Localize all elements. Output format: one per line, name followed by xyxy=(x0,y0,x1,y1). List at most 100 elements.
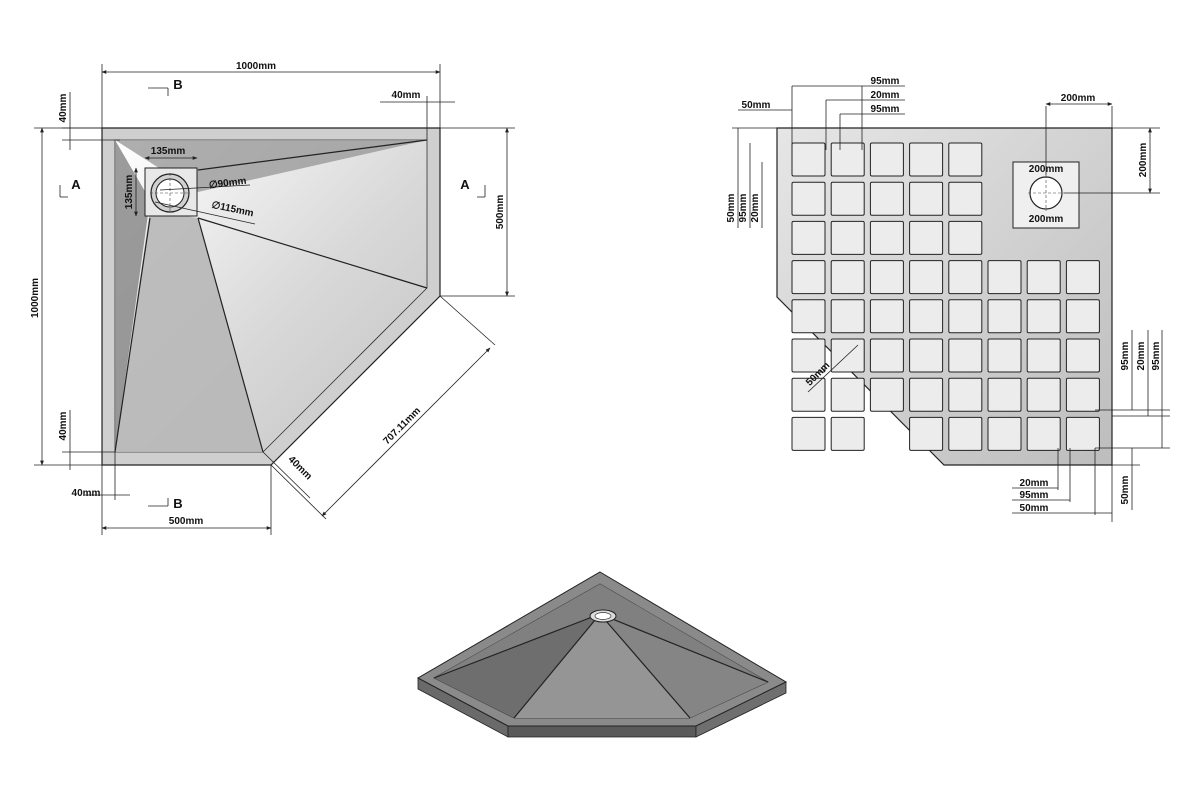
grid-cell xyxy=(830,416,865,451)
fold-line xyxy=(197,217,428,289)
grid-cell xyxy=(1026,377,1061,412)
grid-cell xyxy=(948,338,983,373)
section-a-right: A xyxy=(460,177,470,192)
grid-cell xyxy=(1026,416,1061,451)
dim-underside-left-3: 20mm xyxy=(750,193,761,222)
dim-top-offset: 40mm xyxy=(58,93,69,122)
grid-cell xyxy=(791,299,826,334)
grid-cell xyxy=(909,338,944,373)
grid-cell xyxy=(987,377,1022,412)
grid-cell xyxy=(948,416,983,451)
grid-cell xyxy=(791,220,826,255)
dim-underside-right-bottom: 50mm xyxy=(1120,475,1131,504)
dim-bottom-offset: 40mm xyxy=(72,488,101,499)
grid-cell xyxy=(869,260,904,295)
grid-cell xyxy=(1065,260,1100,295)
iso-face-front xyxy=(514,614,690,718)
grid-cell xyxy=(987,260,1022,295)
dim-drain-box-h: 135mm xyxy=(124,175,135,210)
grid-cell xyxy=(948,260,983,295)
fold-line xyxy=(114,217,151,453)
grid-cell xyxy=(791,416,826,451)
dim-drain-to-right: 200mm xyxy=(1061,93,1096,104)
grid-cell xyxy=(791,377,826,412)
grid-cell xyxy=(1026,299,1061,334)
dim-right-height: 500mm xyxy=(495,195,506,230)
grid-cell xyxy=(791,338,826,373)
grid-cell xyxy=(869,299,904,334)
dim-underside-bottom-2: 95mm xyxy=(1020,490,1049,501)
section-b-top: B xyxy=(173,77,182,92)
grid-cell xyxy=(869,220,904,255)
underside-view: 95mm 50mm 20mm 95mm 200mm 200mm 200mm 20… xyxy=(726,76,1170,522)
dim-underside-left-1: 50mm xyxy=(726,193,737,222)
grid-cell xyxy=(830,220,865,255)
grid-cell xyxy=(948,181,983,216)
dim-underside-right-3: 95mm xyxy=(1151,341,1162,370)
fold-line xyxy=(197,139,428,171)
grid-cell xyxy=(948,142,983,177)
grid-cell xyxy=(909,220,944,255)
dim-width-top: 1000mm xyxy=(236,61,276,72)
dim-height-left: 1000mm xyxy=(30,278,41,318)
grid-cell xyxy=(830,181,865,216)
grid-cell xyxy=(909,181,944,216)
dim-diagonal: 707.11mm xyxy=(381,405,423,447)
grid-cell xyxy=(909,260,944,295)
dim-underside-right-2: 20mm xyxy=(1136,341,1147,370)
grid-cell xyxy=(791,260,826,295)
dim-drain-inner: ∅90mm xyxy=(208,176,247,192)
iso-face-back xyxy=(434,584,768,682)
dim-underside-bottom-3: 50mm xyxy=(1020,503,1049,514)
grid-cell xyxy=(830,142,865,177)
iso-face-right xyxy=(600,614,768,718)
dim-underside-top-2: 50mm xyxy=(742,100,771,111)
grid-cell xyxy=(791,181,826,216)
grid-cell xyxy=(1065,299,1100,334)
dim-underside-top-3: 20mm xyxy=(871,90,900,101)
section-b-bottom: B xyxy=(173,496,182,511)
grid-cell xyxy=(791,142,826,177)
grid-cell xyxy=(1026,260,1061,295)
grid-cell xyxy=(1065,377,1100,412)
grid-cell xyxy=(869,181,904,216)
fold-line xyxy=(197,217,264,453)
section-a-left: A xyxy=(71,177,81,192)
grid-cell xyxy=(830,377,865,412)
dim-drain-box-w: 135mm xyxy=(151,146,186,157)
grid-cell xyxy=(909,299,944,334)
plan-view: 1000mm 40mm 40mm 1000mm 40mm 40mm 500mm xyxy=(30,61,515,535)
dim-underside-bottom-1: 20mm xyxy=(1020,478,1049,489)
grid-cell xyxy=(869,338,904,373)
dim-drain-box-top: 200mm xyxy=(1029,164,1064,175)
grid-cell xyxy=(987,338,1022,373)
dim-bottom-left-offset: 40mm xyxy=(58,411,69,440)
grid-cell xyxy=(987,416,1022,451)
grid-cell xyxy=(1026,338,1061,373)
dim-drain-to-top: 200mm xyxy=(1138,143,1149,178)
grid-cell xyxy=(909,142,944,177)
grid-cell xyxy=(948,299,983,334)
grid-cell xyxy=(830,299,865,334)
grid-cell xyxy=(987,299,1022,334)
dim-drain-box-bottom: 200mm xyxy=(1029,214,1064,225)
grid-cell xyxy=(948,220,983,255)
dim-underside-top-4: 95mm xyxy=(871,104,900,115)
dim-underside-top-1: 95mm xyxy=(871,76,900,87)
grid-cell xyxy=(830,338,865,373)
iso-face-left xyxy=(434,614,600,718)
dim-underside-right-1: 95mm xyxy=(1120,341,1131,370)
support-grid xyxy=(791,142,1100,451)
grid-cell xyxy=(948,377,983,412)
grid-cell xyxy=(869,377,904,412)
grid-cell xyxy=(830,260,865,295)
iso-front-side xyxy=(507,725,697,738)
dim-right-offset: 40mm xyxy=(392,90,421,101)
grid-cell xyxy=(1065,416,1100,451)
grid-cell xyxy=(869,142,904,177)
dim-underside-left-2: 95mm xyxy=(738,193,749,222)
drain-face-left xyxy=(115,140,150,452)
dim-bottom-width: 500mm xyxy=(169,516,204,527)
